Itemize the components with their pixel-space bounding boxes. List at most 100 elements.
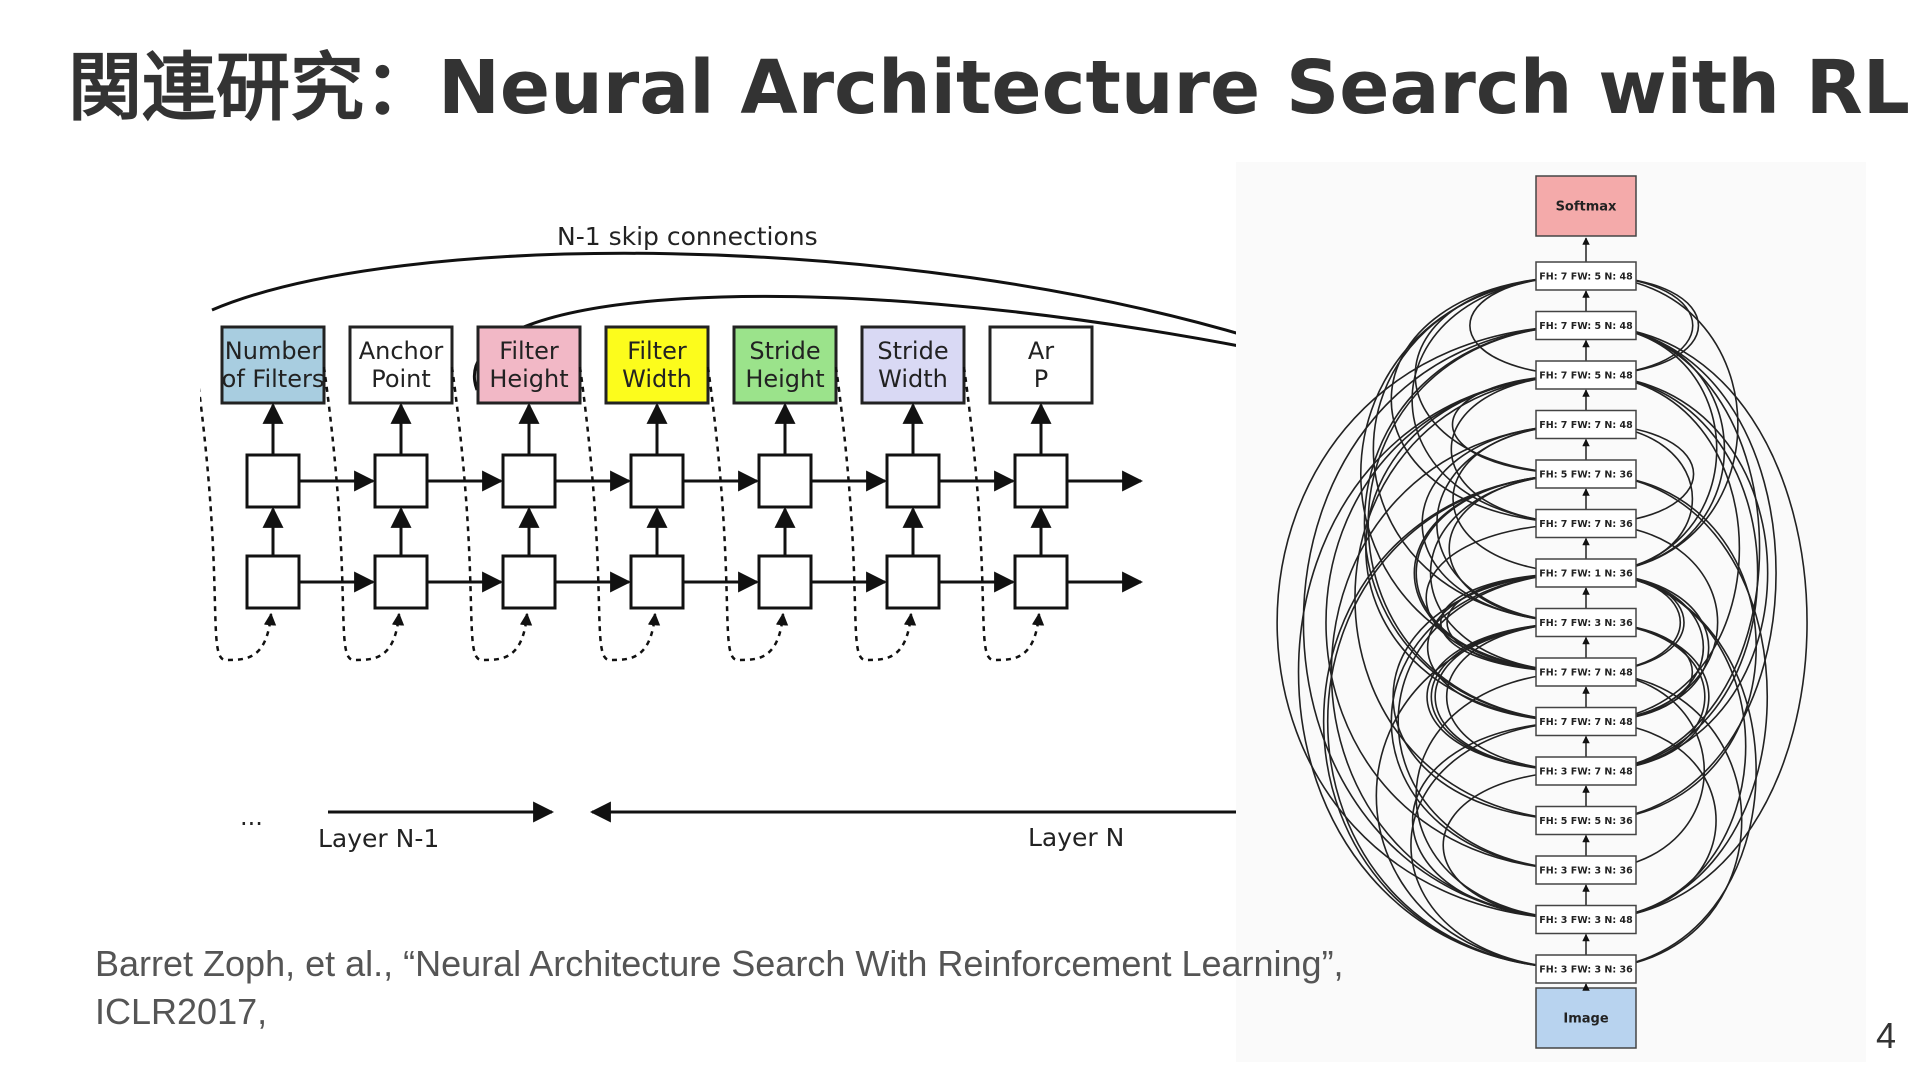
output-label-line2: Height: [745, 365, 824, 393]
feedback-connection: [578, 366, 661, 662]
output-label-line1: Ar: [1028, 337, 1054, 365]
layer-node: FH: 3 FW: 3 N: 36: [1535, 855, 1637, 885]
skip-connection: [1375, 621, 1587, 970]
layer-node: FH: 7 FW: 7 N: 36: [1535, 508, 1637, 539]
skip-connection: [1325, 374, 1587, 871]
skip-connection: [1585, 522, 1719, 723]
layer-node-label: FH: 7 FW: 7 N: 48: [1539, 667, 1633, 678]
skip-connection: [1585, 621, 1710, 772]
hidden-cell-top: [885, 453, 941, 509]
citation-line-1: Barret Zoph, et al., “Neural Architectur…: [95, 943, 1344, 984]
controller-output-box: ArP: [988, 325, 1094, 405]
layer-node-label: FH: 7 FW: 3 N: 36: [1539, 618, 1633, 629]
skip-connection: [1414, 275, 1587, 475]
hidden-cell-top: [757, 453, 813, 509]
layer-node-label: FH: 3 FW: 3 N: 36: [1539, 865, 1633, 876]
hidden-cell-top: [629, 453, 685, 509]
skip-connection: [1585, 720, 1717, 921]
output-label-line1: Stride: [749, 337, 820, 365]
layer-node-label: FH: 7 FW: 5 N: 48: [1539, 370, 1633, 381]
skip-connection: [1585, 374, 1759, 772]
output-label-line1: Stride: [877, 337, 948, 365]
output-label-line2: Width: [622, 365, 692, 393]
hidden-cell-bottom: [1013, 554, 1069, 610]
output-label-line1: Number: [225, 337, 322, 365]
layer-node: FH: 5 FW: 7 N: 36: [1535, 459, 1637, 489]
skip-connection: [1426, 572, 1587, 723]
image-node-label: Image: [1563, 1012, 1608, 1027]
layer-node-label: FH: 3 FW: 3 N: 48: [1539, 915, 1633, 926]
layer-node: FH: 7 FW: 1 N: 36: [1535, 558, 1637, 588]
skip-connection: [1585, 572, 1757, 970]
layer-node: FH: 7 FW: 5 N: 48: [1535, 261, 1637, 291]
hidden-cell-bottom: [757, 554, 813, 610]
skip-connections-label: N-1 skip connections: [557, 222, 818, 251]
skip-connection: [1448, 473, 1587, 624]
slide-title: 関連研究：Neural Architecture Search with RL: [68, 45, 1910, 131]
image-node: Image: [1535, 987, 1637, 1049]
hidden-cell-bottom: [245, 554, 301, 610]
layer-node: FH: 7 FW: 3 N: 36: [1535, 607, 1637, 638]
layer-node: FH: 7 FW: 5 N: 48: [1535, 360, 1637, 390]
softmax-node: Softmax: [1535, 175, 1637, 237]
output-label-line2: Width: [878, 365, 948, 393]
hidden-cell-bottom: [373, 554, 429, 610]
skip-connection: [1390, 275, 1587, 525]
skip-connection: [1585, 671, 1705, 871]
skip-connection: [1327, 473, 1587, 970]
feedback-connection: [322, 366, 405, 662]
hidden-cell-top: [1013, 453, 1069, 509]
layer-node: FH: 7 FW: 7 N: 48: [1535, 657, 1637, 687]
layer-prev-label: Layer N-1: [318, 824, 439, 853]
layer-node-label: FH: 7 FW: 1 N: 36: [1539, 568, 1633, 579]
skip-connection: [1585, 324, 1808, 921]
skip-connection: [1415, 473, 1587, 673]
hidden-cell-top: [245, 453, 301, 509]
layer-node: FH: 3 FW: 3 N: 36: [1535, 954, 1637, 984]
skip-connection: [1421, 423, 1587, 624]
skip-connection: [1585, 374, 1741, 723]
layer-node-label: FH: 7 FW: 7 N: 36: [1539, 519, 1633, 530]
layer-node-label: FH: 5 FW: 5 N: 36: [1539, 816, 1633, 827]
layer-node-label: FH: 7 FW: 5 N: 48: [1539, 321, 1633, 332]
hidden-cell-bottom: [629, 554, 685, 610]
page-number: 4: [1876, 1015, 1897, 1056]
hidden-cell-top: [373, 453, 429, 509]
feedback-connection: [706, 366, 789, 662]
skip-connection: [1410, 720, 1587, 970]
output-label-line2: of Filters: [222, 365, 325, 393]
skip-connection: [1415, 671, 1587, 921]
layer-node: FH: 3 FW: 3 N: 48: [1535, 904, 1637, 935]
feedback-connection: [962, 366, 1045, 662]
layer-node: FH: 5 FW: 5 N: 36: [1535, 805, 1637, 836]
skip-connection: [1585, 324, 1777, 822]
output-label-line2: Height: [489, 365, 568, 393]
skip-connection: [1585, 572, 1705, 723]
feedback-connection: [450, 366, 533, 662]
skip-connection: [1585, 324, 1761, 772]
citation: Barret Zoph, et al., “Neural Architectur…: [95, 940, 1344, 1036]
layer-node: FH: 7 FW: 7 N: 48: [1535, 706, 1637, 737]
citation-line-2: ICLR2017,: [95, 991, 268, 1032]
output-label-line1: Filter: [499, 337, 559, 365]
skip-connection: [1585, 374, 1769, 772]
skip-connection: [1434, 621, 1587, 772]
layer-node: FH: 3 FW: 7 N: 48: [1535, 756, 1637, 786]
skip-connection: [1425, 522, 1587, 673]
hidden-cell-top: [501, 453, 557, 509]
layer-node-label: FH: 7 FW: 7 N: 48: [1539, 420, 1633, 431]
skip-connection: [1354, 374, 1587, 822]
skip-connection: [1585, 671, 1743, 970]
skip-connection: [1302, 324, 1587, 921]
layer-node-label: FH: 3 FW: 7 N: 48: [1539, 766, 1633, 777]
skip-connection-curve: [211, 251, 1252, 340]
skip-connection: [1585, 572, 1710, 723]
